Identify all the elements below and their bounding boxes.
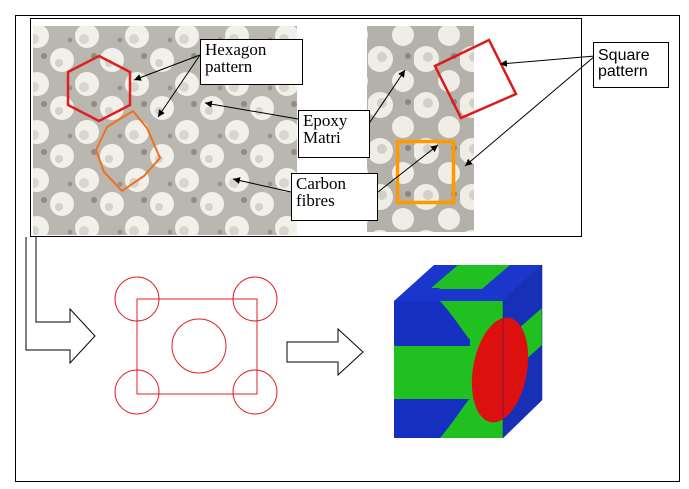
- label-carbon-line2: fibres: [296, 191, 335, 210]
- label-hexagon-line2: pattern: [205, 57, 253, 76]
- outer-frame: [15, 15, 680, 482]
- label-hexagon-line1: Hexagon: [205, 40, 267, 59]
- hollow-arrow-down-right-icon: [25, 237, 96, 365]
- label-carbon-fibres: Carbon fibres: [291, 173, 378, 221]
- hexagon-outline-orange: [94, 109, 162, 193]
- label-carbon-line1: Carbon: [296, 174, 347, 193]
- unit-cell-sketch: [114, 276, 278, 415]
- square-outline-orange: [395, 139, 456, 205]
- label-square-line2: pattern: [598, 63, 648, 80]
- fe-model-3d: [394, 264, 543, 439]
- hexagon-outline-red: [66, 54, 132, 123]
- label-square-line1: Square: [598, 47, 650, 64]
- micrograph-square-region: [367, 26, 474, 232]
- label-epoxy-line1: Epoxy: [303, 111, 348, 130]
- label-epoxy-line2: Matri: [303, 128, 341, 147]
- hollow-arrow-right-icon: [286, 327, 364, 377]
- label-epoxy-matrix: Epoxy Matri: [298, 110, 370, 158]
- label-square-pattern: Square pattern: [593, 42, 669, 88]
- label-hexagon-pattern: Hexagon pattern: [200, 39, 303, 85]
- callout-arrows: [133, 54, 596, 193]
- square-outline-red: [433, 38, 518, 120]
